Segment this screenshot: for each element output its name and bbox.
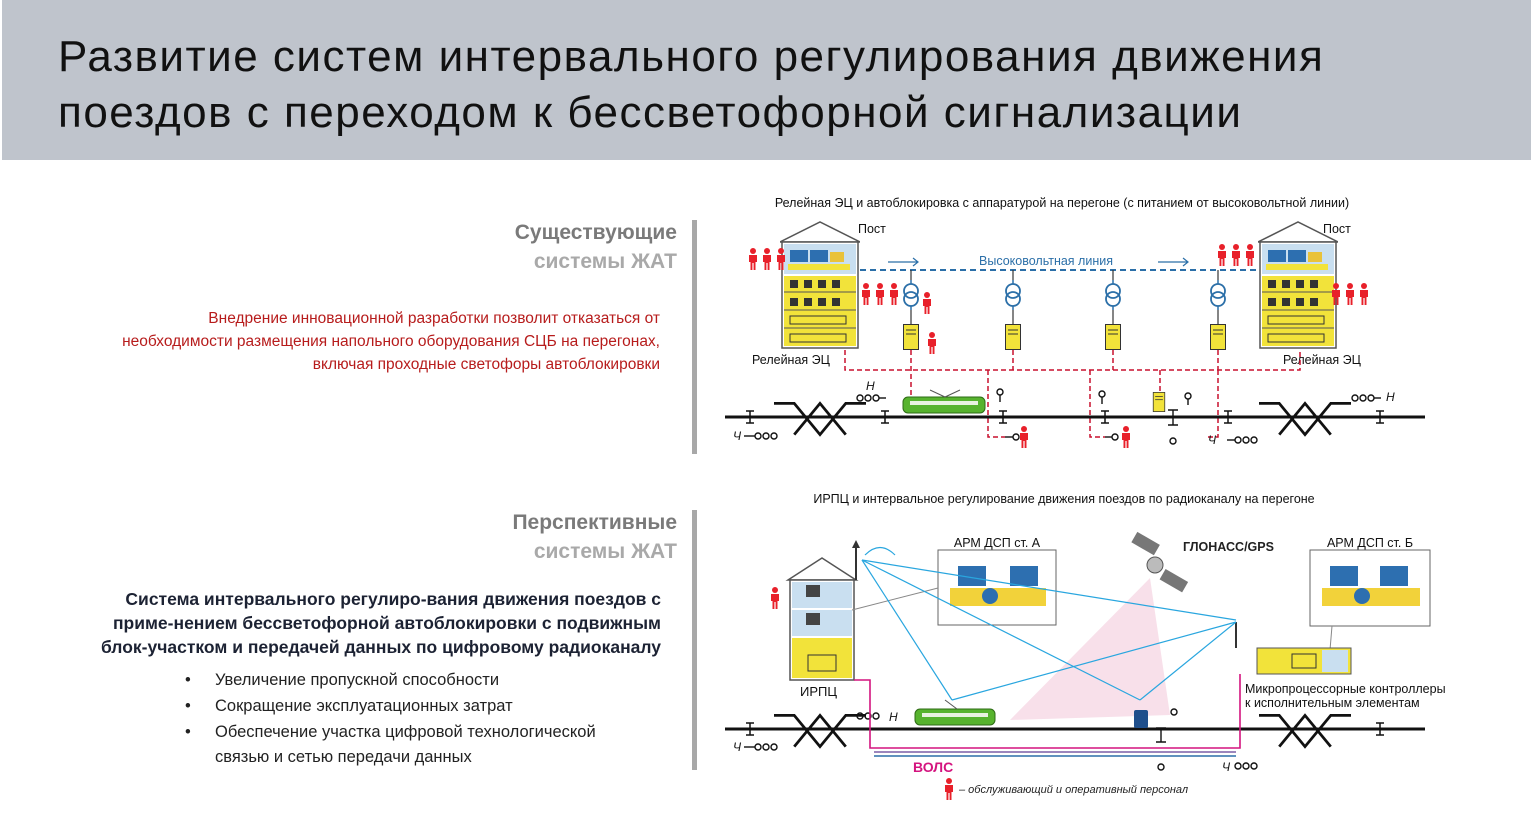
existing-description: Внедрение инновационной разработки позво… — [20, 307, 660, 376]
existing-heading: Существующие системы ЖАТ — [515, 218, 677, 276]
bullet-icon: • — [185, 697, 191, 715]
benefit-item: • Обеспечение участка цифровой технологич… — [185, 720, 675, 770]
glonass-label: ГЛОНАСС/GPS — [1183, 540, 1274, 554]
track-ch-right-label: Ч — [1208, 433, 1217, 447]
relay-post-right-icon — [1258, 221, 1338, 349]
signal-cable-lines — [844, 350, 1301, 438]
arm-b-label: АРМ ДСП ст. Б — [1327, 536, 1413, 550]
signal-icon-group — [744, 388, 1381, 445]
arm-b-connector — [1329, 625, 1333, 651]
bullet-icon: • — [185, 671, 191, 689]
mpc-cabinet-icon — [1235, 622, 1352, 675]
glonass-satellite-icon — [1131, 531, 1189, 593]
mpc-label-line-1: Микропроцессорные контроллеры — [1245, 682, 1446, 696]
bullet-icon: • — [185, 723, 191, 741]
existing-description-line: необходимости размещения напольного обор… — [122, 333, 660, 350]
existing-heading-line-1: Существующие — [514, 221, 677, 244]
signal-icon-group-bottom — [744, 708, 1258, 771]
perspective-description-line: приме-нением бессветофорной автоблокиров… — [112, 613, 661, 633]
benefit-text: Сокращение эксплуатационных затрат — [215, 697, 513, 715]
benefit-text: связью и сетью передачи данных — [215, 748, 472, 766]
relay-right-label: Релейная ЭЦ — [1283, 353, 1362, 367]
irpc-label: ИРПЦ — [800, 684, 837, 699]
legend-person-icon — [945, 778, 953, 800]
legend-text: – обслуживающий и оперативный персонал — [958, 784, 1188, 796]
train-top-icon — [902, 389, 986, 414]
existing-divider — [692, 220, 697, 454]
hv-line-label: Высоковольтная линия — [979, 254, 1113, 268]
existing-description-line: включая проходные светофоры автоблокиров… — [312, 356, 660, 373]
track-bottom-n-label: Н — [889, 710, 898, 724]
perspective-diagram-caption: ИРПЦ и интервальное регулирование движен… — [813, 492, 1314, 506]
track-ch-left-label: Ч — [733, 429, 742, 443]
perspective-heading-line-2: системы ЖАТ — [533, 540, 677, 563]
benefit-text: Обеспечение участка цифровой технологиче… — [215, 723, 596, 741]
mpc-label-line-2: к исполнительным элементам — [1245, 696, 1420, 710]
transformer-links — [910, 270, 1219, 324]
page-title-line-1: Развитие систем интервального регулирова… — [58, 32, 1325, 81]
track-n-left-label: Н — [866, 379, 875, 393]
existing-diagram-caption: Релейная ЭЦ и автоблокировка с аппаратур… — [775, 196, 1349, 210]
existing-description-line: Внедрение инновационной разработки позво… — [208, 310, 660, 327]
personnel-icon — [771, 587, 779, 609]
satellite-beam — [1010, 578, 1170, 720]
transformer-icon-group — [903, 280, 1226, 310]
page-title-line-2: поездов с переходом к бессветофорной сиг… — [58, 88, 1243, 137]
post-right-label: Пост — [1323, 222, 1351, 236]
train-bottom-icon — [914, 699, 996, 726]
vols-fiber-lines — [854, 674, 1241, 757]
hv-arrow-icons — [888, 257, 1189, 267]
track-bottom — [725, 713, 1425, 749]
relay-left-label: Релейная ЭЦ — [752, 353, 831, 367]
perspective-description-line: Система интервального регулиро-вания дви… — [125, 589, 661, 609]
irpc-building-icon — [785, 540, 860, 681]
track-bottom-ch-left-label: Ч — [733, 740, 742, 754]
benefit-item: • Увеличение пропускной способности — [185, 668, 675, 693]
benefits-list: • Увеличение пропускной способности • Сокр… — [185, 668, 675, 771]
existing-heading-line-2: системы ЖАТ — [533, 250, 677, 273]
track-bottom-ch-right-label: Ч — [1222, 760, 1231, 774]
perspective-heading: Перспективные системы ЖАТ — [512, 508, 677, 566]
track-n-right-label: Н — [1386, 390, 1395, 404]
track-radio-device-icon — [1134, 710, 1148, 728]
perspective-description: Система интервального регулиро-вания дви… — [1, 587, 661, 659]
track-top — [725, 401, 1425, 437]
perspective-description-line: блок-участком и передачей данных по цифр… — [100, 637, 661, 657]
perspective-heading-line-1: Перспективные — [512, 511, 677, 534]
post-left-label: Пост — [858, 222, 886, 236]
relay-post-left-icon — [780, 221, 860, 349]
vols-label: ВОЛС — [913, 759, 953, 775]
perspective-divider — [692, 510, 697, 770]
benefit-text: Увеличение пропускной способности — [215, 671, 500, 689]
arm-a-workstation-icon — [950, 566, 1046, 606]
arm-a-callout — [937, 549, 1057, 626]
arm-b-workstation-icon — [1322, 566, 1420, 606]
benefit-item: • Сокращение эксплуатационных затрат — [185, 694, 675, 719]
title-banner: Развитие систем интервального регулирова… — [2, 0, 1531, 160]
arm-a-label: АРМ ДСП ст. А — [954, 536, 1041, 550]
radio-link-lines — [861, 546, 1237, 701]
